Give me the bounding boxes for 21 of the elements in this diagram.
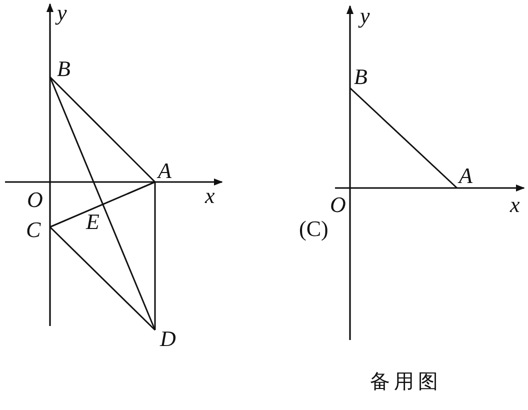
origin-label: O (330, 194, 346, 216)
point-label: (C) (299, 218, 328, 240)
line-segment (49, 76, 156, 330)
axis-label: x (510, 194, 520, 216)
line-segment (49, 226, 156, 331)
axis-label: y (57, 2, 67, 24)
point-label: B (354, 66, 368, 88)
point-label: E (86, 211, 100, 233)
axis-label: x (205, 185, 215, 207)
axis-label: y (360, 5, 370, 27)
line-segment (49, 76, 156, 183)
point-label: B (57, 58, 70, 80)
line-segment (50, 181, 156, 228)
line-segment (154, 182, 156, 330)
point-label: A (459, 165, 472, 187)
figure-caption: 备用图 (370, 370, 442, 392)
point-label: C (26, 219, 41, 241)
line-segment (349, 87, 458, 189)
point-label: A (158, 160, 172, 182)
origin-label: O (27, 189, 43, 211)
point-label: D (160, 328, 176, 350)
